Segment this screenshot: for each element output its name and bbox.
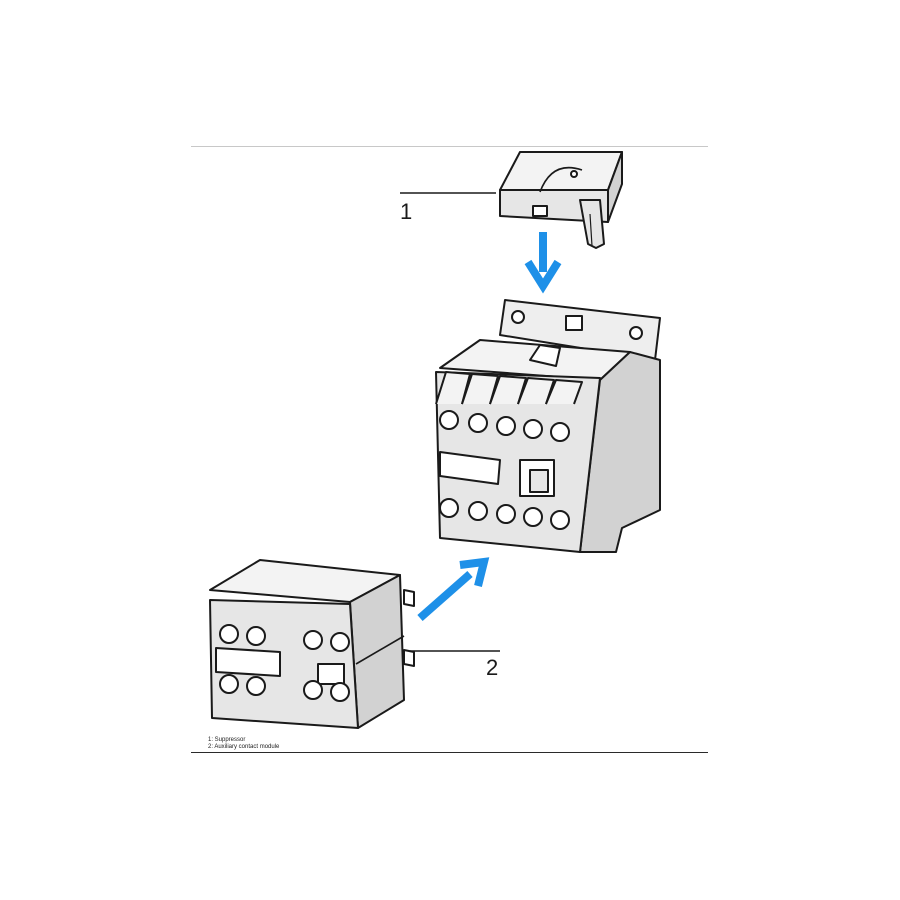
legend-item-auxiliary-contact-module: 2: Auxiliary contact module xyxy=(208,744,280,750)
legend-item-suppressor: 1: Suppressor xyxy=(208,737,246,743)
callout-1: 1 xyxy=(400,192,496,224)
callout-1-number: 1 xyxy=(400,199,412,224)
callout-2: 2 xyxy=(410,650,500,680)
callout-2-number: 2 xyxy=(486,655,498,680)
suppressor xyxy=(499,151,623,249)
contactor xyxy=(435,299,661,553)
legend: 1: Suppressor 2: Auxiliary contact modul… xyxy=(208,737,508,751)
auxiliary-contact-module xyxy=(209,559,415,729)
bottom-rule xyxy=(191,752,708,753)
arrow-suppressor-down xyxy=(524,232,562,294)
arrow-module-up xyxy=(417,557,490,622)
top-rule xyxy=(191,146,708,147)
